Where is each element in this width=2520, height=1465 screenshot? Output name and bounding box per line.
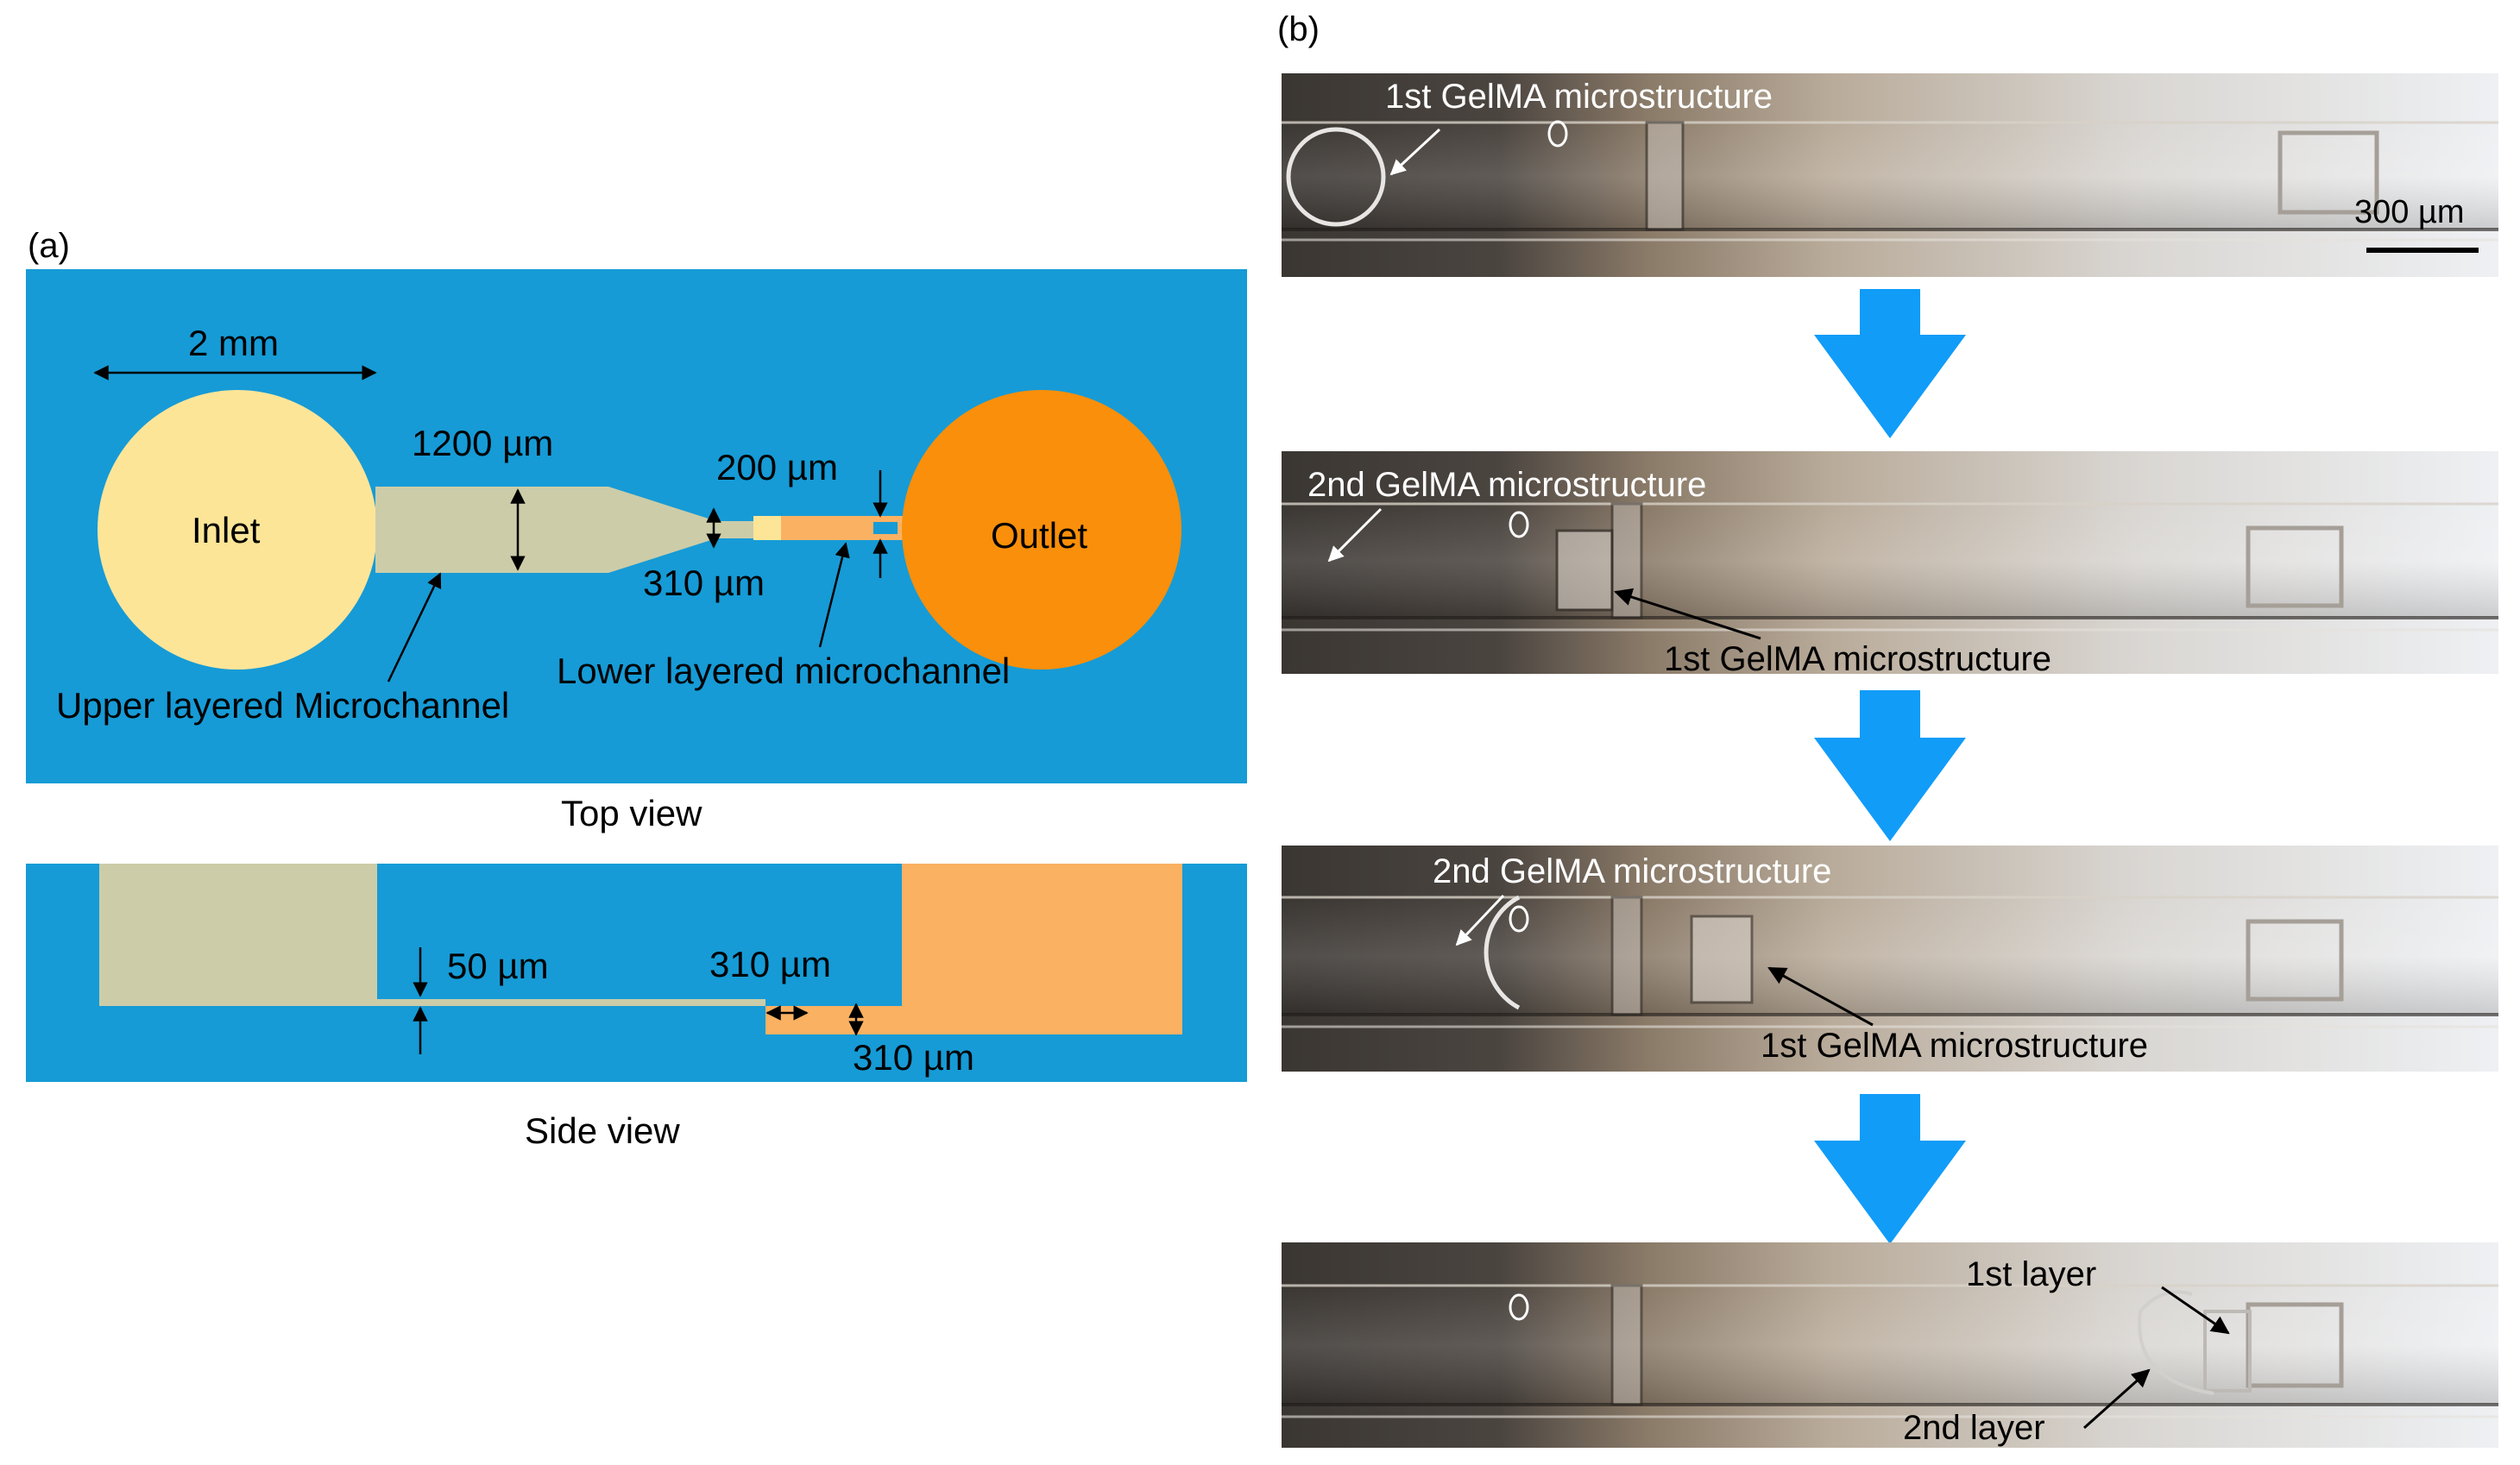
frame-3-annotation-2: 1st GelMA microstructure	[1761, 1027, 2148, 1065]
micrograph-frame-1: 1st GelMA microstructure 300 µm	[1282, 73, 2498, 277]
frame-2-outlet-well	[2246, 525, 2344, 608]
lower-channel	[781, 516, 869, 540]
scale-bar-label: 2 mm	[188, 323, 279, 363]
side-view-diagram: 50 µm 310 µm 310 µm	[26, 864, 1247, 1082]
upper-channel-label: Upper layered Microchannel	[56, 685, 509, 726]
frame-4-microstructure-wall	[1610, 1284, 1643, 1406]
frame-3-microstructure-2	[1484, 895, 1521, 1010]
side-upper-channel	[377, 999, 765, 1006]
frame-2-microstructure-wall	[1610, 502, 1643, 619]
frame-3-annotation-1: 2nd GelMA microstructure	[1433, 852, 1831, 890]
frame-1-scale-label: 300 µm	[2354, 194, 2465, 230]
frame-2-channel	[1282, 504, 2498, 618]
top-view-caption: Top view	[561, 793, 702, 833]
upper-channel	[375, 487, 756, 573]
outlet-label: Outlet	[991, 515, 1087, 556]
lower-channel-pointer	[818, 542, 850, 648]
frame-4-annotation-2: 2nd layer	[1903, 1409, 2045, 1447]
micrograph-frame-4: 1st layer 2nd layer	[1282, 1242, 2498, 1448]
frame-2-glare	[1509, 511, 1529, 538]
lower-width-label: 200 µm	[716, 447, 838, 487]
side-inlet-well	[99, 864, 377, 1006]
step-arrow-2	[1814, 690, 1966, 841]
lower-channel-gap	[873, 522, 898, 534]
lower-depth-label: 310 µm	[853, 1037, 974, 1078]
overlap-label: 310 µm	[709, 944, 831, 984]
frame-2-annotation-2: 1st GelMA microstructure	[1664, 640, 2051, 678]
lower-channel-label: Lower layered microchannel	[557, 651, 1010, 691]
side-view-caption: Side view	[525, 1110, 680, 1151]
frame-3-glare	[1509, 905, 1529, 933]
frame-1-pointer-1	[1389, 128, 1441, 176]
frame-3-microstructure-1	[1690, 915, 1754, 1004]
neck-width-label: 310 µm	[643, 563, 765, 603]
panel-b-label: (b)	[1277, 10, 1320, 48]
micrograph-frame-2: 2nd GelMA microstructure 1st GelMA micro…	[1282, 451, 2498, 678]
frame-4-glare	[1509, 1293, 1529, 1321]
frame-1-annotation-1: 1st GelMA microstructure	[1385, 78, 1773, 116]
frame-1-outlet-well	[2277, 130, 2379, 215]
lower-channel-light	[753, 516, 784, 540]
outlet-circle	[902, 390, 1181, 670]
frame-2-pointer-2	[1614, 588, 1761, 640]
frame-2-annotation-1: 2nd GelMA microstructure	[1307, 466, 1706, 504]
frame-1-glare	[1547, 120, 1568, 148]
panel-a-label: (a)	[28, 227, 70, 265]
frame-1-microstructure-1	[1645, 121, 1685, 231]
frame-4-pointer-2	[2083, 1368, 2151, 1430]
frame-2-pointer-1	[1327, 507, 1383, 563]
frame-4-pointer-1	[2161, 1286, 2230, 1335]
frame-3-pointer-1	[1455, 894, 1505, 946]
step-arrow-1	[1814, 289, 1966, 438]
upper-channel-pointer	[387, 572, 442, 682]
micrograph-frame-3: 2nd GelMA microstructure 1st GelMA micro…	[1282, 846, 2498, 1072]
frame-4-layer-1	[2203, 1310, 2252, 1393]
upper-depth-label: 50 µm	[447, 946, 549, 986]
side-lower-channel	[765, 1006, 902, 1034]
frame-4-annotation-1: 1st layer	[1966, 1255, 2096, 1293]
frame-3-microstructure-wall	[1610, 896, 1643, 1016]
upper-width-label: 1200 µm	[412, 423, 553, 463]
side-outlet-well	[902, 864, 1182, 1034]
frame-3-pointer-2	[1767, 966, 1874, 1027]
frame-1-scale-bar	[2366, 248, 2479, 253]
inlet-circle	[98, 390, 377, 670]
frame-2-microstructure-1	[1555, 529, 1614, 612]
step-arrow-3	[1814, 1094, 1966, 1244]
top-view-diagram: 2 mm Inlet Outlet 1200 µm 310 µm 200 µm …	[26, 269, 1247, 783]
frame-1-bubble	[1286, 127, 1386, 227]
inlet-label: Inlet	[192, 510, 261, 550]
frame-3-outlet-well	[2246, 919, 2344, 1002]
